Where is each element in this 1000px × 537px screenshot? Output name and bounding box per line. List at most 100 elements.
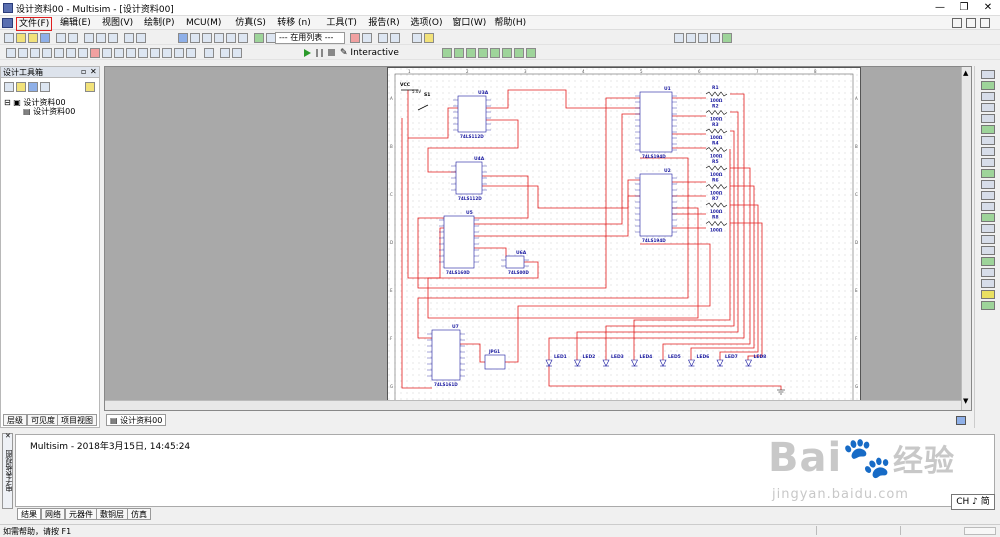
print-icon[interactable]	[56, 33, 66, 43]
scroll-up-icon[interactable]: ▲	[963, 69, 969, 77]
menu-item[interactable]: MCU(M)	[186, 18, 222, 28]
chip-u7[interactable]	[431, 329, 461, 381]
redo-icon[interactable]	[136, 33, 146, 43]
vertical-scrollbar[interactable]: ▲ ▼	[961, 67, 971, 410]
tab-document[interactable]: ▤ 设计资料00	[106, 414, 167, 426]
measurement-probe-icon[interactable]	[981, 301, 995, 310]
ni-elvis-icon[interactable]	[981, 279, 995, 288]
schematic-canvas[interactable]: 1122334455667788AABBCCDDEEFFGG VCC5.0VS1…	[388, 68, 860, 409]
menu-item[interactable]: 选项(O)	[410, 18, 443, 28]
chip-u5[interactable]	[443, 215, 475, 269]
place-advanced-peripherals-icon[interactable]	[162, 48, 172, 58]
tektronix-oscilloscope-icon[interactable]	[981, 257, 995, 266]
led-2[interactable]	[574, 359, 581, 367]
four-channel-oscilloscope-icon[interactable]	[981, 114, 995, 123]
zoom-fit-icon[interactable]	[710, 33, 720, 43]
forward-annotate-icon[interactable]	[390, 33, 400, 43]
switch-symbol[interactable]	[417, 104, 429, 111]
design-toolbox-icon[interactable]	[190, 33, 200, 43]
pause-simulation-icon[interactable]	[316, 49, 323, 57]
led-7[interactable]	[716, 359, 724, 367]
grapher-icon[interactable]	[214, 33, 224, 43]
tab-options-icon[interactable]	[956, 416, 966, 425]
tab-results[interactable]: 结果	[17, 508, 41, 520]
results-log[interactable]: Multisim - 2018年3月15日, 14:45:24	[15, 434, 995, 507]
chip-u4a[interactable]	[455, 161, 483, 195]
agilent-multimeter-icon[interactable]	[981, 235, 995, 244]
new-design-icon[interactable]	[4, 82, 14, 92]
resistor-4[interactable]	[705, 147, 728, 152]
copy-icon[interactable]	[96, 33, 106, 43]
full-screen-icon[interactable]	[178, 33, 188, 43]
document-icon[interactable]	[2, 18, 13, 28]
probe-digital-icon[interactable]	[514, 48, 524, 58]
menu-item[interactable]: 窗口(W)	[452, 18, 487, 28]
place-mcu-icon[interactable]	[90, 48, 100, 58]
tab-copper-layers[interactable]: 敷铜层	[96, 508, 128, 520]
find-examples-icon[interactable]	[412, 33, 422, 43]
tab-components[interactable]: 元器件	[65, 508, 97, 520]
network-analyzer-icon[interactable]	[981, 213, 995, 222]
chip-u3a[interactable]	[457, 95, 487, 133]
restore-button[interactable]: ❐	[959, 2, 969, 13]
spreadsheet-close-icon[interactable]: ✕	[5, 432, 11, 440]
tab-visibility[interactable]: 可见度	[27, 414, 59, 426]
place-power-icon[interactable]	[138, 48, 148, 58]
labview-instrument-icon[interactable]	[981, 268, 995, 277]
led-8[interactable]	[745, 359, 752, 367]
led-4[interactable]	[631, 359, 638, 367]
led-1[interactable]	[545, 359, 553, 367]
hierarchy-icon[interactable]	[85, 82, 95, 92]
probe-current-icon[interactable]	[454, 48, 464, 58]
chip-u2[interactable]	[639, 173, 673, 237]
oscilloscope-icon[interactable]	[981, 103, 995, 112]
resistor-1[interactable]	[705, 91, 728, 97]
frequency-counter-icon[interactable]	[981, 136, 995, 145]
agilent-generator-icon[interactable]	[981, 224, 995, 233]
minimize-button[interactable]: —	[935, 2, 945, 13]
chip-u1[interactable]	[639, 91, 673, 153]
stop-simulation-icon[interactable]	[328, 49, 335, 56]
place-ttl-icon[interactable]	[66, 48, 76, 58]
menu-item[interactable]: 仿真(S)	[235, 18, 266, 28]
workspace[interactable]: 1122334455667788AABBCCDDEEFFGG VCC5.0VS1…	[104, 66, 972, 411]
probe-settings-icon[interactable]	[526, 48, 536, 58]
menu-item[interactable]: 报告(R)	[368, 18, 400, 28]
print-preview-icon[interactable]	[68, 33, 78, 43]
word-generator-icon[interactable]	[981, 147, 995, 156]
open-sample-icon[interactable]	[28, 33, 38, 43]
tab-project-view[interactable]: 项目视图	[57, 414, 97, 426]
spreadsheet-view-icon[interactable]	[202, 33, 212, 43]
tree-expand-icon[interactable]: ⊟	[4, 98, 11, 107]
function-generator-icon[interactable]	[981, 81, 995, 90]
place-misc-digital-icon[interactable]	[102, 48, 112, 58]
zoom-out-icon[interactable]	[686, 33, 696, 43]
erc-icon[interactable]	[350, 33, 360, 43]
menu-item[interactable]: 转移 (n)	[277, 18, 311, 28]
place-electromechanical-icon[interactable]	[186, 48, 196, 58]
spectrum-analyzer-icon[interactable]	[981, 202, 995, 211]
zoom-in-icon[interactable]	[674, 33, 684, 43]
tab-hierarchy[interactable]: 层级	[3, 414, 27, 426]
probe-reference-icon[interactable]	[502, 48, 512, 58]
probe-voltage-icon[interactable]	[442, 48, 452, 58]
undo-icon[interactable]	[124, 33, 134, 43]
menu-item[interactable]: 工具(T)	[326, 18, 357, 28]
resistor-5[interactable]	[705, 165, 728, 171]
zoom-area-icon[interactable]	[698, 33, 708, 43]
place-rf-icon[interactable]	[174, 48, 184, 58]
breadboard-icon[interactable]	[238, 33, 248, 43]
cut-icon[interactable]	[84, 33, 94, 43]
tab-nets[interactable]: 网络	[41, 508, 65, 520]
multimeter-icon[interactable]	[981, 70, 995, 79]
doc-close-icon[interactable]	[980, 18, 990, 28]
place-bus-icon[interactable]	[220, 48, 230, 58]
iv-analyzer-icon[interactable]	[981, 180, 995, 189]
ime-indicator[interactable]: CH ♪ 简	[951, 494, 995, 510]
save-design-icon[interactable]	[28, 82, 38, 92]
help-icon[interactable]	[424, 33, 434, 43]
current-probe-icon[interactable]	[981, 290, 995, 299]
led-3[interactable]	[602, 359, 610, 367]
resistor-7[interactable]	[705, 202, 728, 208]
close-design-icon[interactable]	[40, 82, 50, 92]
